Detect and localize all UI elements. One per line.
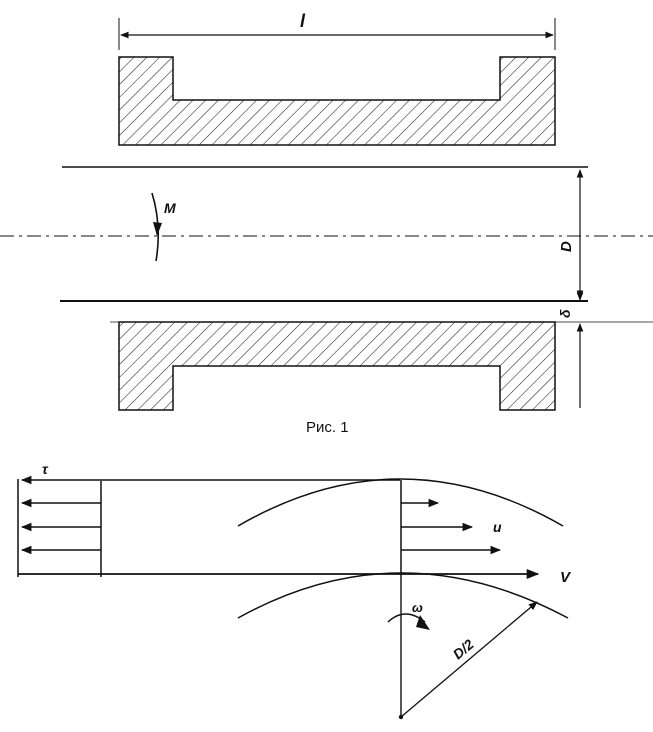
gap-label: δ — [557, 309, 573, 318]
upper-housing — [118, 56, 556, 146]
radius-line — [400, 601, 538, 718]
bearing-figure: l M D δ Рис. 1 — [0, 11, 653, 436]
velocity-figure: τ u V D/2 ω — [17, 461, 572, 720]
length-label: l — [300, 11, 306, 31]
inner-surface-arc — [237, 572, 569, 619]
figure-caption: Рис. 1 — [306, 419, 349, 436]
length-dimension: l — [118, 11, 556, 50]
moment-label: M — [164, 200, 176, 216]
lower-housing — [118, 321, 556, 411]
moment-arrow: M — [151, 192, 176, 262]
velocity-label: u — [493, 519, 502, 535]
outer-surface-arc — [237, 478, 564, 527]
shear-stress-profile: τ — [17, 461, 400, 577]
diameter-label: D — [558, 241, 575, 252]
center-point — [398, 714, 404, 720]
angular-velocity-label: ω — [412, 600, 423, 615]
shear-label: τ — [42, 461, 49, 477]
velocity-profile: u — [400, 480, 502, 577]
diameter-dimension: D — [558, 169, 584, 299]
radius-label: D/2 — [450, 636, 477, 662]
gap-dimension: δ — [557, 290, 584, 408]
surface-velocity-label: V — [560, 569, 572, 586]
angular-velocity-arrow: ω — [387, 600, 430, 630]
